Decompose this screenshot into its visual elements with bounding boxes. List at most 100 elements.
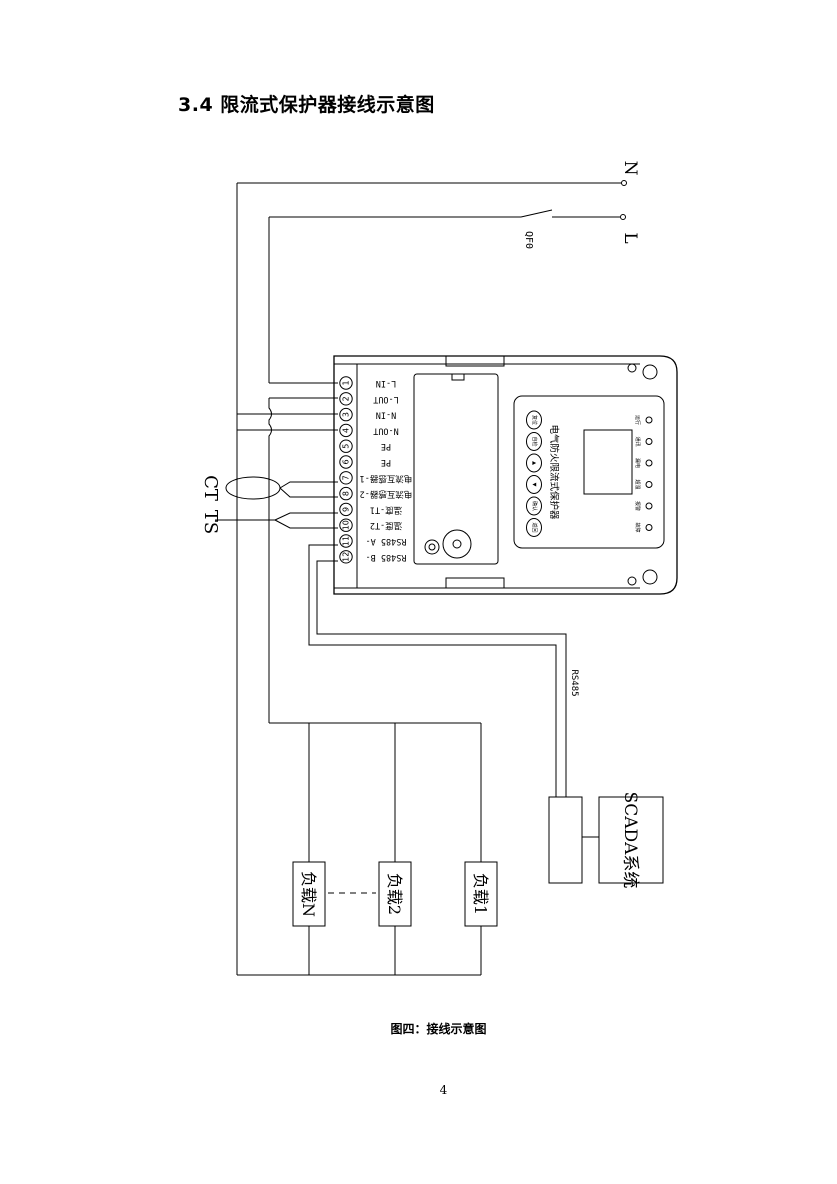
device-led-label-3: 超温 — [634, 479, 641, 489]
terminal-11-label: RS485 A- — [366, 536, 407, 546]
device-tab-bottom — [445, 577, 505, 588]
l-out-vertical — [268, 398, 272, 723]
terminal-9-circle — [339, 502, 353, 517]
terminal-2-number: 2 — [342, 396, 351, 401]
device-lcd — [583, 429, 633, 495]
terminal-7-number: 7 — [342, 475, 351, 480]
battery-compartment — [413, 373, 499, 565]
n-terminal-dot — [621, 180, 627, 186]
terminal-8-label: 电流互感器-2 — [360, 489, 413, 500]
ts-wire-1 — [274, 512, 338, 521]
device-button-1 — [526, 432, 542, 451]
terminal-8-number: 8 — [342, 491, 351, 496]
n-mains-label: N — [620, 161, 640, 176]
figure-caption: 图四：接线示意图 — [390, 1022, 487, 1036]
device-button-label-1: 自检 — [531, 436, 538, 446]
terminal-12-circle — [339, 550, 353, 564]
load-n-label: 负载N — [299, 871, 318, 917]
device-name-label: 电气防火限流式保护器 — [548, 424, 560, 520]
terminal-12-number: 12 — [342, 552, 351, 562]
breaker-contact — [520, 209, 553, 218]
device-led-2 — [645, 459, 653, 467]
page-number: 4 — [439, 1083, 448, 1097]
terminal-6-label: PE — [381, 457, 391, 467]
terminal-4-number: 4 — [342, 428, 351, 433]
l-terminal-dot — [620, 214, 626, 220]
device-tab-top — [445, 356, 505, 367]
terminal-7-label: 电流互感器-1 — [360, 473, 413, 484]
terminal-9-label: 温度-T1 — [370, 504, 402, 515]
ct-wire-1 — [279, 481, 338, 489]
device-screw-left — [424, 539, 440, 555]
battery-clip — [451, 373, 465, 381]
device-button-0 — [526, 410, 542, 430]
terminal-6-number: 6 — [342, 459, 351, 464]
device-mount-top-left — [627, 363, 637, 373]
ts-label: TS — [200, 510, 221, 534]
terminal-5-number: 5 — [342, 444, 351, 449]
device-button-label-4: 确认 — [531, 501, 538, 511]
rs485-bus-label: RS485 — [569, 669, 579, 696]
terminal-12-label: RS485 B- — [366, 552, 407, 562]
device-button-label-2: ▲ — [531, 461, 537, 465]
l-mains-label: L — [620, 232, 640, 243]
terminal-1-number: 1 — [342, 380, 351, 385]
ct-coil — [225, 476, 281, 500]
terminal-4-label: N-OUT — [373, 425, 399, 435]
terminal-2-circle — [339, 392, 353, 406]
terminal-3-circle — [339, 407, 353, 422]
scada-box — [598, 796, 664, 884]
terminal-11-number: 11 — [342, 536, 351, 546]
terminal-7-circle — [339, 471, 353, 485]
device-mount-bottom — [642, 569, 658, 585]
ts-wire-2 — [274, 519, 338, 529]
device-led-label-2: 漏电 — [634, 458, 641, 468]
terminal-5-label: PE — [381, 441, 391, 451]
device-button-label-5: 返回 — [531, 522, 538, 532]
device-button-label-3: ▼ — [531, 483, 537, 487]
device-button-2 — [526, 453, 542, 473]
device-body — [333, 355, 678, 595]
device-led-4 — [645, 502, 653, 510]
device-led-label-5: 故障 — [634, 522, 641, 532]
device-mount-top — [642, 364, 658, 380]
load-1-label: 负载1 — [471, 873, 490, 915]
device-led-label-4: 报警 — [634, 501, 641, 511]
device-led-label-0: 运行 — [634, 415, 641, 425]
terminal-1-circle — [339, 376, 353, 390]
rs485-b-wire — [316, 560, 567, 797]
terminal-11-circle — [339, 534, 353, 548]
device-faceplate — [513, 395, 665, 549]
device-button-3 — [526, 475, 542, 494]
device-button-label-0: 复位 — [531, 415, 538, 425]
ct-label: CT — [200, 475, 221, 501]
device-led-label-1: 通讯 — [634, 436, 641, 446]
device-led-5 — [645, 524, 653, 531]
rs485-converter-box — [548, 796, 583, 884]
terminal-9-number: 9 — [342, 507, 351, 512]
terminal-10-label: 温度-T2 — [370, 520, 402, 531]
terminal-3-label: N-IN — [376, 410, 396, 420]
load-2-label: 负载2 — [385, 873, 404, 915]
breaker-label: QF0 — [523, 231, 534, 249]
device-screw-left-inner — [428, 543, 436, 551]
terminal-8-circle — [339, 486, 353, 501]
device-knob-inner — [452, 539, 462, 549]
terminal-2-label: L-OUT — [373, 394, 399, 404]
terminal-1-label: L-IN — [376, 378, 396, 388]
terminal-3-number: 3 — [342, 412, 351, 417]
terminal-10-circle — [339, 518, 353, 532]
scada-label: SCADA系统 — [620, 792, 640, 889]
device-led-0 — [645, 416, 653, 424]
section-heading: 3.4 限流式保护器接线示意图 — [178, 94, 435, 116]
device-button-4 — [526, 496, 542, 516]
device-mount-bottom-left — [627, 576, 637, 586]
device-knob-large — [442, 529, 472, 559]
terminal-4-circle — [339, 423, 353, 438]
terminal-10-number: 10 — [342, 520, 351, 530]
ct-wire-2 — [279, 487, 338, 498]
rs485-a-wire — [308, 544, 557, 797]
device-led-1 — [645, 438, 653, 445]
terminal-6-circle — [339, 455, 353, 469]
